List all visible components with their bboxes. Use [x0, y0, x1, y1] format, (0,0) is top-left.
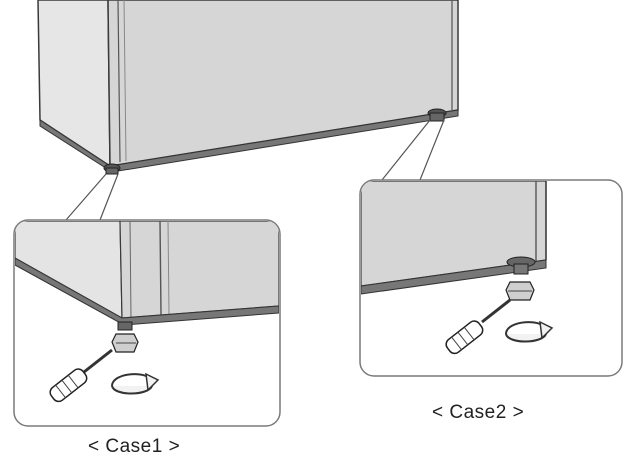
leveling-foot-icon	[103, 163, 121, 175]
cabinet-main	[37, 0, 459, 175]
screwdriver-icon	[445, 298, 511, 355]
case1-caption: < Case1 >	[88, 436, 181, 457]
case2-panel	[359, 179, 623, 377]
cabinet-side-face	[37, 0, 111, 168]
case1-panel	[13, 219, 281, 427]
leveling-foot-icon	[111, 321, 139, 353]
screwdriver-icon	[49, 348, 113, 403]
rotate-arrow-icon	[111, 372, 160, 395]
case2-caption: < Case2 >	[432, 402, 525, 423]
leveling-foot-icon	[427, 108, 447, 122]
leveling-foot-icon	[505, 256, 536, 301]
rotate-arrow-icon	[505, 320, 554, 343]
callout-lines	[65, 119, 445, 221]
